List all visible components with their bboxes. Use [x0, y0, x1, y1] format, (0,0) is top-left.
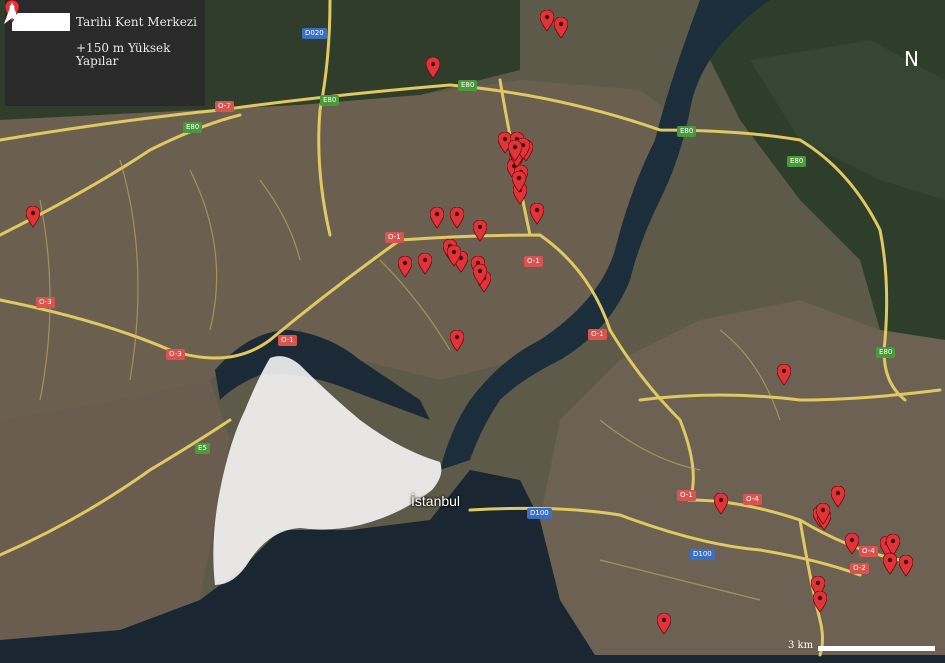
scale-bar — [818, 646, 935, 651]
map-pin-icon[interactable] — [657, 613, 671, 635]
road-shield: E80 — [876, 347, 896, 358]
map-pin-icon[interactable] — [777, 364, 791, 386]
map-pin-icon[interactable] — [418, 253, 432, 275]
road-shield: O-1 — [524, 256, 543, 267]
historic-center-swatch — [12, 13, 70, 31]
map-pin-icon[interactable] — [447, 245, 461, 267]
road-shield: O-1 — [588, 329, 607, 340]
road-shield: O-4 — [743, 494, 762, 505]
road-shield: D100 — [690, 549, 715, 560]
map-pin-icon[interactable] — [26, 206, 40, 228]
north-arrow-icon — [4, 2, 20, 24]
map-pin-icon[interactable] — [883, 553, 897, 575]
road-shield: E80 — [183, 122, 203, 133]
map-pin-icon[interactable] — [714, 493, 728, 515]
road-shield: O-4 — [859, 546, 878, 557]
map-pin-icon[interactable] — [426, 57, 440, 79]
road-shield: O-1 — [385, 232, 404, 243]
historic-center-label: Tarihi Kent Merkezi — [76, 15, 197, 29]
map-pin-icon[interactable] — [450, 330, 464, 352]
road-shield: D100 — [527, 508, 552, 519]
map-pin-icon[interactable] — [540, 10, 554, 32]
map-pin-icon[interactable] — [508, 140, 522, 162]
north-label: N — [904, 47, 919, 71]
map-pin-icon[interactable] — [554, 17, 568, 39]
map-pin-icon[interactable] — [430, 207, 444, 229]
scale-label: 3 km — [788, 640, 814, 651]
map-pin-icon[interactable] — [530, 203, 544, 225]
road-shield: O-1 — [677, 490, 696, 501]
road-shield: E5 — [195, 443, 210, 454]
map-pin-icon[interactable] — [813, 591, 827, 613]
road-shield: O-2 — [850, 563, 869, 574]
road-shield: O-3 — [36, 297, 55, 308]
highrise-label: +150 m Yüksek Yapılar — [76, 41, 171, 68]
map-pin-icon[interactable] — [450, 207, 464, 229]
map-pin-icon[interactable] — [886, 534, 900, 556]
map-pin-icon[interactable] — [845, 533, 859, 555]
map-pin-icon[interactable] — [473, 220, 487, 242]
map-pin-icon[interactable] — [816, 503, 830, 525]
road-shield: E80 — [458, 80, 478, 91]
road-shield: O-7 — [215, 101, 234, 112]
map-pin-icon[interactable] — [899, 555, 913, 577]
road-shield: D020 — [302, 28, 327, 39]
road-shield: O-3 — [166, 349, 185, 360]
map-pin-icon[interactable] — [398, 256, 412, 278]
road-shield: E80 — [320, 95, 340, 106]
map-legend: Tarihi Kent Merkezi +150 m Yüksek Yapıla… — [5, 0, 205, 106]
road-shield: E80 — [787, 156, 807, 167]
map-pin-icon[interactable] — [473, 264, 487, 286]
road-shield: O-1 — [278, 335, 297, 346]
road-shield: E80 — [677, 126, 697, 137]
map-pin-icon[interactable] — [831, 486, 845, 508]
city-label: İstanbul — [411, 493, 461, 509]
historic-center-area — [213, 356, 442, 585]
map-pin-icon[interactable] — [512, 171, 526, 193]
